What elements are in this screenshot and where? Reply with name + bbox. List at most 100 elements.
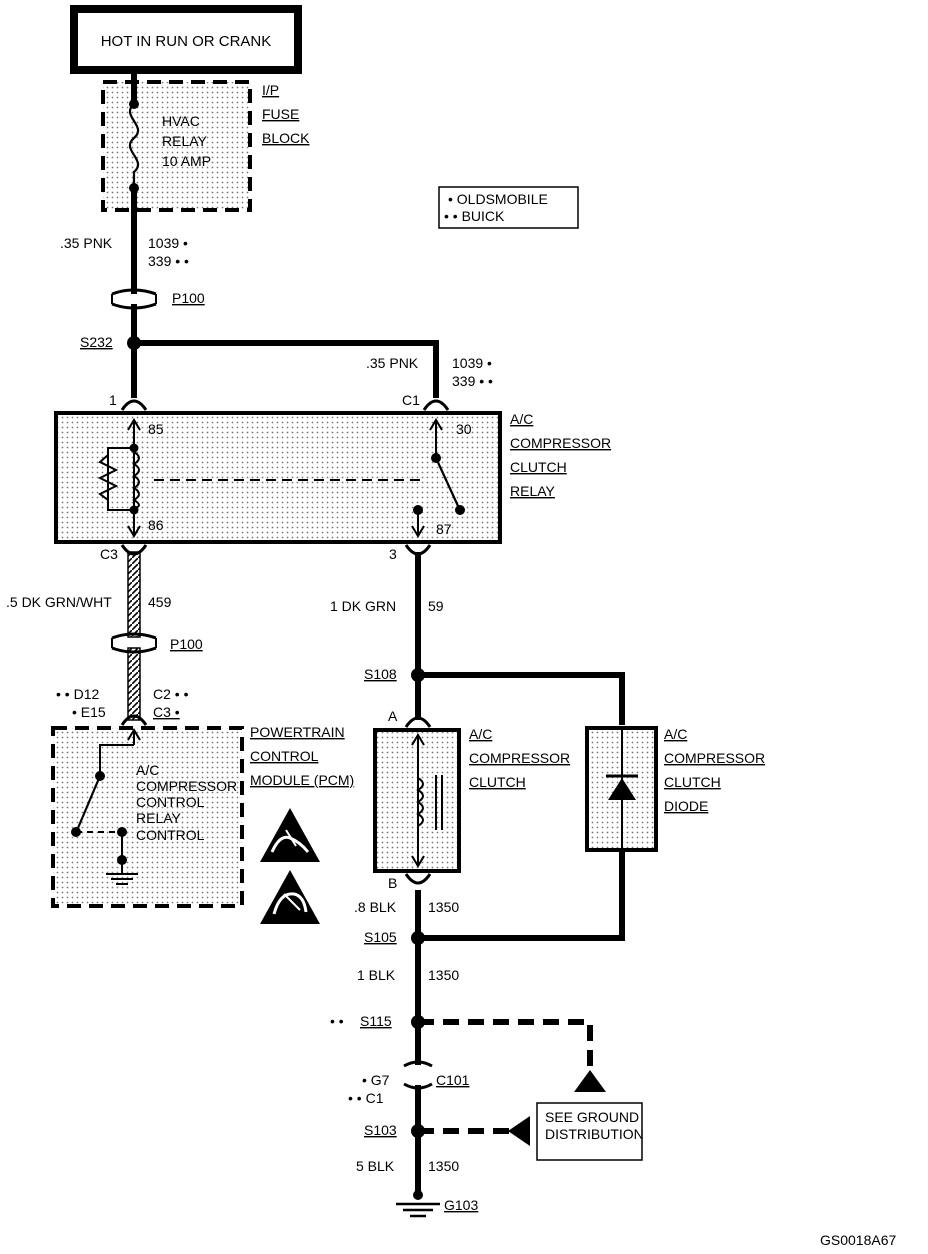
ac-compressor-clutch	[373, 716, 461, 885]
wire-1-circuit-a: 1039 •	[148, 235, 188, 251]
wire-6-circuit: 1350	[428, 967, 459, 983]
powertrain-control-module: A/C COMPRESSOR CONTROL RELAY CONTROL	[51, 714, 244, 908]
connector-c101	[403, 1060, 433, 1090]
clutch-name-3: CLUTCH	[469, 774, 526, 790]
legend-oldsmobile: • OLDSMOBILE	[448, 191, 548, 207]
pcm-int-label-3: CONTROL	[136, 794, 205, 810]
fuse-block: HVAC RELAY 10 AMP	[101, 70, 252, 212]
splice-s103-label: S103	[364, 1122, 397, 1138]
figure-code: GS0018A67	[820, 1232, 896, 1248]
relay-pin-30: 30	[456, 421, 472, 437]
fuse-block-name-2: FUSE	[262, 106, 299, 122]
wire-7-circuit: 1350	[428, 1158, 459, 1174]
wire-4-gauge: 1 DK GRN	[330, 598, 396, 614]
pcm-connector-c2: C2 • •	[153, 686, 189, 702]
wire-group	[127, 188, 625, 1195]
ground-g103-icon	[396, 1190, 440, 1218]
splice-s115-label: S115	[360, 1013, 392, 1029]
pcm-connector-d12: • • D12	[56, 686, 99, 702]
fuse-label-2: RELAY	[162, 133, 208, 149]
clutch-connector-b: B	[388, 875, 397, 891]
connector-p100-mid	[111, 632, 157, 654]
ac-compressor-clutch-relay: 85 86 30 87	[54, 399, 502, 556]
wire-5-circuit: 1350	[428, 899, 459, 915]
splice-s105	[411, 931, 425, 945]
pcm-connector-c3: C3 •	[153, 704, 180, 720]
pcm-connector-e15: • E15	[72, 704, 106, 720]
splice-s232-label: S232	[80, 334, 113, 350]
splice-s115	[411, 1015, 425, 1029]
relay-name-2: COMPRESSOR	[510, 435, 611, 451]
diode-name-4: DIODE	[664, 798, 708, 814]
splice-s232	[127, 336, 141, 350]
relay-connector-c3: C3	[100, 546, 118, 562]
fuse-block-name-3: BLOCK	[262, 130, 310, 146]
ground-g103-label: G103	[444, 1197, 478, 1213]
pcm-switch-icon	[76, 775, 102, 829]
legend-buick: • • BUICK	[444, 208, 505, 224]
c101-c1: • • C1	[348, 1090, 384, 1106]
wire-1-circuit-b: 339 • •	[148, 253, 189, 269]
clutch-name-1: A/C	[469, 726, 492, 742]
relay-pin-85: 85	[148, 421, 164, 437]
esd-warning-icon-2	[260, 870, 320, 924]
relay-connector-c1: C1	[402, 392, 420, 408]
power-source-box: HOT IN RUN OR CRANK	[70, 5, 302, 74]
coil-icon	[132, 451, 140, 509]
wire-3-circuit: 459	[148, 594, 172, 610]
clutch-coil-icon	[416, 777, 424, 827]
wire-4-circuit: 59	[428, 598, 444, 614]
splice-s108	[411, 668, 425, 682]
relay-name-3: CLUTCH	[510, 459, 567, 475]
pcm-ground-icon	[106, 860, 138, 885]
clutch-connector-a: A	[388, 708, 398, 724]
pcm-int-label-1: A/C	[136, 762, 159, 778]
wire-7-gauge: 5 BLK	[356, 1158, 395, 1174]
relay-connector-3: 3	[389, 546, 397, 562]
p100-top-label: P100	[172, 290, 205, 306]
splice-s108-label: S108	[364, 666, 397, 682]
fuse-icon	[128, 103, 140, 188]
diode-name-1: A/C	[664, 726, 687, 742]
pcm-int-label-2: COMPRESSOR	[136, 778, 237, 794]
pcm-name-3: MODULE (PCM)	[250, 772, 354, 788]
pcm-name-1: POWERTRAIN	[250, 724, 345, 740]
wire-2-circuit-b: 339 • •	[452, 373, 493, 389]
wire-3-gauge: .5 DK GRN/WHT	[6, 594, 112, 610]
fuse-label-1: HVAC	[162, 113, 200, 129]
ground-ref-line-2: DISTRIBUTION	[545, 1126, 644, 1142]
ground-arrow-icon	[574, 1070, 606, 1092]
splice-s115-prefix: • •	[330, 1013, 344, 1029]
wire-2-circuit-a: 1039 •	[452, 355, 492, 371]
wire-2-gauge: .35 PNK	[366, 355, 419, 371]
c101-g7: • G7	[362, 1072, 390, 1088]
see-ground-distribution-box: SEE GROUND DISTRIBUTION	[536, 1102, 644, 1161]
esd-warning-icon	[260, 808, 320, 862]
diode-name-2: COMPRESSOR	[664, 750, 765, 766]
pcm-name-2: CONTROL	[250, 748, 319, 764]
clutch-name-2: COMPRESSOR	[469, 750, 570, 766]
relay-name-4: RELAY	[510, 483, 556, 499]
p100-mid-label: P100	[170, 636, 203, 652]
fuse-block-name-1: I/P	[262, 82, 279, 98]
diode-icon	[608, 778, 636, 800]
relay-pin-87: 87	[436, 521, 452, 537]
splice-s105-label: S105	[364, 929, 397, 945]
ac-compressor-clutch-diode	[585, 726, 658, 852]
diode-name-3: CLUTCH	[664, 774, 721, 790]
wire-6-gauge: 1 BLK	[357, 967, 396, 983]
relay-pin-86: 86	[148, 517, 164, 533]
c101-label: C101	[436, 1072, 470, 1088]
splice-s103	[411, 1124, 425, 1138]
relay-switch-icon	[435, 457, 459, 507]
fuse-label-3: 10 AMP	[162, 153, 211, 169]
wire-5-gauge: .8 BLK	[354, 899, 397, 915]
wire-1-gauge: .35 PNK	[60, 235, 113, 251]
pcm-int-label-5: CONTROL	[136, 827, 205, 843]
ground-ref-line-1: SEE GROUND	[545, 1109, 639, 1125]
legend-box: • OLDSMOBILE • • BUICK	[438, 186, 579, 229]
ground-arrow-icon-2	[508, 1116, 530, 1146]
power-source-label: HOT IN RUN OR CRANK	[101, 33, 272, 50]
pcm-int-label-4: RELAY	[136, 810, 182, 826]
